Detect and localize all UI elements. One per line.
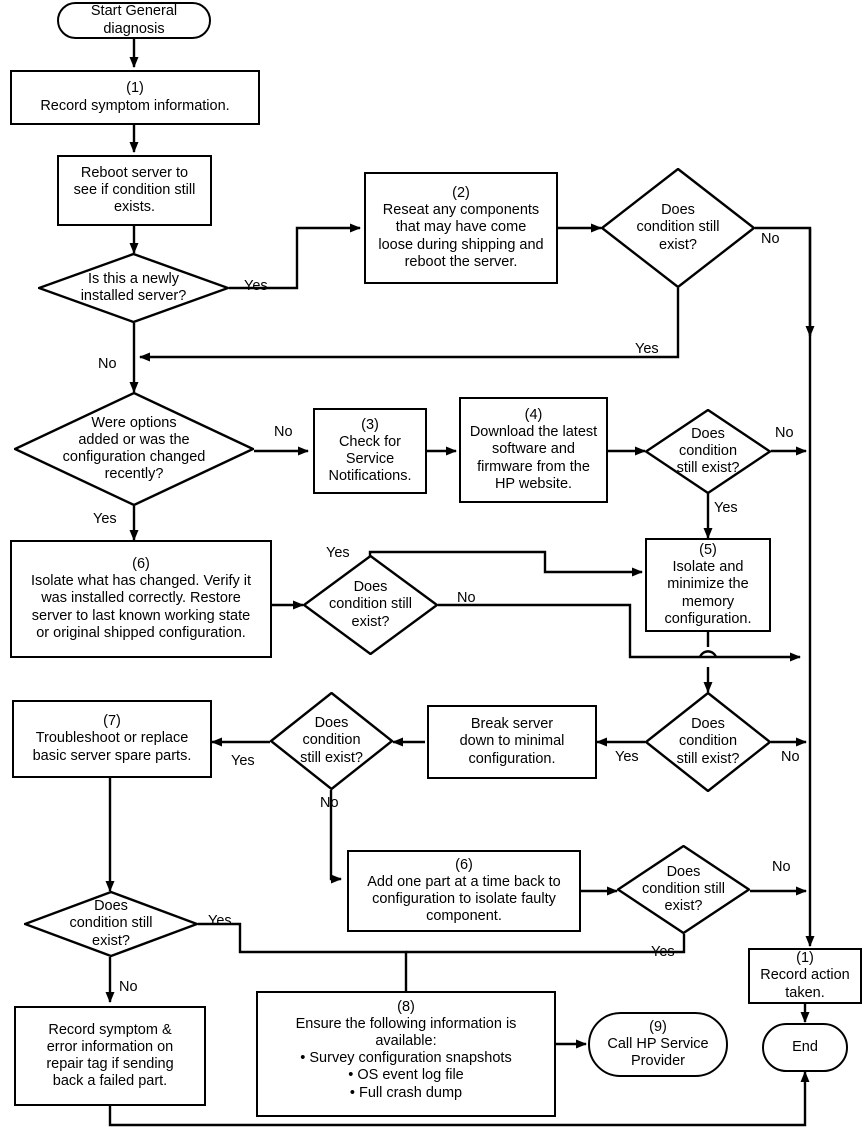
node-isolate-changed-label: Isolate what has changed. Verify it was …	[30, 573, 252, 641]
node-reboot[interactable]: Reboot server to see if condition still …	[57, 155, 212, 226]
diamond-shape	[270, 692, 393, 790]
node-record-error[interactable]: Record symptom & error information on re…	[14, 1006, 206, 1106]
node-break-down-label: Break server down to minimal configurati…	[459, 716, 565, 767]
node-cond-g-label: Does condition still exist?	[69, 898, 153, 949]
edge-label-cond-d-yes: Yes	[615, 749, 639, 765]
diamond-shape	[617, 845, 750, 934]
node-ensure-info-bullet-1: • OS event log file	[348, 1067, 464, 1084]
edge-label-cond-g-no: No	[119, 979, 138, 995]
node-call-hp-step: (9)	[649, 1018, 667, 1035]
node-add-one-part-step: (6)	[455, 856, 473, 873]
node-end-label: End	[792, 1038, 818, 1055]
node-troubleshoot[interactable]: (7) Troubleshoot or replace basic server…	[12, 700, 212, 778]
node-add-one-part-label: Add one part at a time back to configura…	[367, 873, 561, 925]
edge-label-cond-d-no: No	[781, 749, 800, 765]
edge-label-newly-installed-no: No	[98, 356, 117, 372]
node-cond-c[interactable]: Does condition still exist?	[303, 555, 438, 655]
node-ensure-info-label: Ensure the following information is avai…	[295, 1016, 517, 1050]
node-check-notifications[interactable]: (3) Check for Service Notifications.	[313, 408, 427, 494]
node-cond-e-label: Does condition still exist?	[300, 715, 363, 766]
node-newly-installed[interactable]: Is this a newly installed server?	[38, 253, 229, 323]
node-cond-e[interactable]: Does condition still exist?	[270, 692, 393, 790]
node-troubleshoot-label: Troubleshoot or replace basic server spa…	[32, 730, 192, 764]
edge-label-newly-installed-yes: Yes	[244, 278, 268, 294]
node-isolate-changed[interactable]: (6) Isolate what has changed. Verify it …	[10, 540, 272, 658]
node-isolate-changed-step: (6)	[132, 556, 150, 573]
edge-label-options-no: No	[274, 424, 293, 440]
node-cond-f-label: Does condition still exist?	[641, 863, 725, 915]
node-newly-installed-label: Is this a newly installed server?	[80, 270, 187, 304]
edge-label-cond-e-yes: Yes	[231, 753, 255, 769]
node-record-symptom-label: Record symptom information.	[40, 97, 230, 114]
node-cond-g[interactable]: Does condition still exist?	[24, 891, 198, 957]
node-ensure-info-bullet-2: • Full crash dump	[349, 1084, 463, 1101]
edge-label-cond-f-no: No	[772, 859, 791, 875]
node-reseat-label: Reseat any components that may have come…	[378, 202, 544, 270]
edge-label-cond-b-no: No	[775, 425, 794, 441]
node-cond-d-label: Does condition still exist?	[676, 716, 740, 767]
diamond-shape	[601, 168, 755, 288]
edge-label-options-yes: Yes	[93, 511, 117, 527]
edge-label-cond-c-yes: Yes	[326, 545, 350, 561]
node-cond-b[interactable]: Does condition still exist?	[645, 409, 771, 494]
diamond-shape	[303, 555, 438, 655]
edge-label-cond-e-no: No	[320, 795, 339, 811]
node-cond-b-label: Does condition still exist?	[676, 425, 740, 477]
node-record-action[interactable]: (1) Record action taken.	[748, 948, 862, 1004]
edge-label-cond-c-no: No	[457, 590, 476, 606]
edge-cond-e-no-to-add-part	[329, 790, 342, 884]
diamond-shape	[24, 891, 198, 957]
node-cond-c-label: Does condition still exist?	[328, 579, 412, 630]
edge-label-cond-g-yes: Yes	[208, 913, 232, 929]
diamond-shape	[645, 409, 771, 494]
node-options-added-label: Were options added or was the configurat…	[62, 414, 206, 483]
edge-label-cond-a-no: No	[761, 231, 780, 247]
node-download-firmware-label: Download the latest software and firmwar…	[469, 424, 598, 492]
node-record-action-label: Record action taken.	[760, 967, 850, 1001]
node-break-down[interactable]: Break server down to minimal configurati…	[427, 705, 597, 779]
node-ensure-info-step: (8)	[397, 999, 415, 1015]
diamond-shape	[645, 692, 771, 792]
edge-cond-a-yes-to-main	[139, 288, 680, 362]
node-download-firmware[interactable]: (4) Download the latest software and fir…	[459, 397, 608, 503]
diamond-shape	[14, 392, 254, 506]
node-minimize-memory-label: Isolate and minimize the memory configur…	[664, 559, 752, 627]
node-ensure-info-bullet-0: • Survey configuration snapshots	[300, 1050, 512, 1067]
edge-record-error-to-end	[108, 1071, 810, 1127]
edge-label-cond-f-yes: Yes	[651, 944, 675, 960]
node-record-symptom-step: (1)	[126, 80, 144, 97]
edge-label-cond-a-yes: Yes	[635, 341, 659, 357]
node-record-error-label: Record symptom & error information on re…	[46, 1021, 174, 1090]
diamond-shape	[38, 253, 229, 323]
node-reseat[interactable]: (2) Reseat any components that may have …	[364, 172, 558, 284]
node-minimize-memory-step: (5)	[699, 542, 717, 559]
node-reboot-label: Reboot server to see if condition still …	[73, 164, 196, 216]
node-check-notifications-label: Check for Service Notifications.	[328, 433, 412, 485]
edge-label-cond-b-yes: Yes	[714, 500, 738, 516]
edge-cond-g-yes-to-ensure	[198, 922, 411, 1003]
node-add-one-part[interactable]: (6) Add one part at a time back to confi…	[347, 850, 581, 932]
node-start[interactable]: Start General diagnosis	[57, 2, 211, 39]
node-record-symptom[interactable]: (1) Record symptom information.	[10, 70, 260, 125]
node-start-label: Start General diagnosis	[90, 3, 178, 37]
node-cond-a[interactable]: Does condition still exist?	[601, 168, 755, 288]
node-call-hp-label: Call HP Service Provider	[607, 1035, 709, 1070]
wire-hop-bridge	[698, 650, 718, 658]
node-reseat-step: (2)	[452, 185, 470, 202]
node-record-action-step: (1)	[796, 950, 814, 967]
node-check-notifications-step: (3)	[361, 416, 379, 433]
node-end[interactable]: End	[762, 1023, 848, 1072]
edge-cond-f-yes-to-ensure	[406, 934, 686, 954]
node-options-added[interactable]: Were options added or was the configurat…	[14, 392, 254, 506]
node-cond-a-label: Does condition still exist?	[636, 202, 720, 253]
edge-newly-installed-yes-to-reseat	[229, 223, 361, 290]
node-ensure-info[interactable]: (8) Ensure the following information is …	[256, 991, 556, 1117]
node-cond-d[interactable]: Does condition still exist?	[645, 692, 771, 792]
node-call-hp[interactable]: (9) Call HP Service Provider	[588, 1012, 728, 1077]
node-minimize-memory[interactable]: (5) Isolate and minimize the memory conf…	[645, 538, 771, 632]
node-troubleshoot-step: (7)	[103, 713, 121, 730]
node-cond-f[interactable]: Does condition still exist?	[617, 845, 750, 934]
node-download-firmware-step: (4)	[524, 407, 543, 424]
